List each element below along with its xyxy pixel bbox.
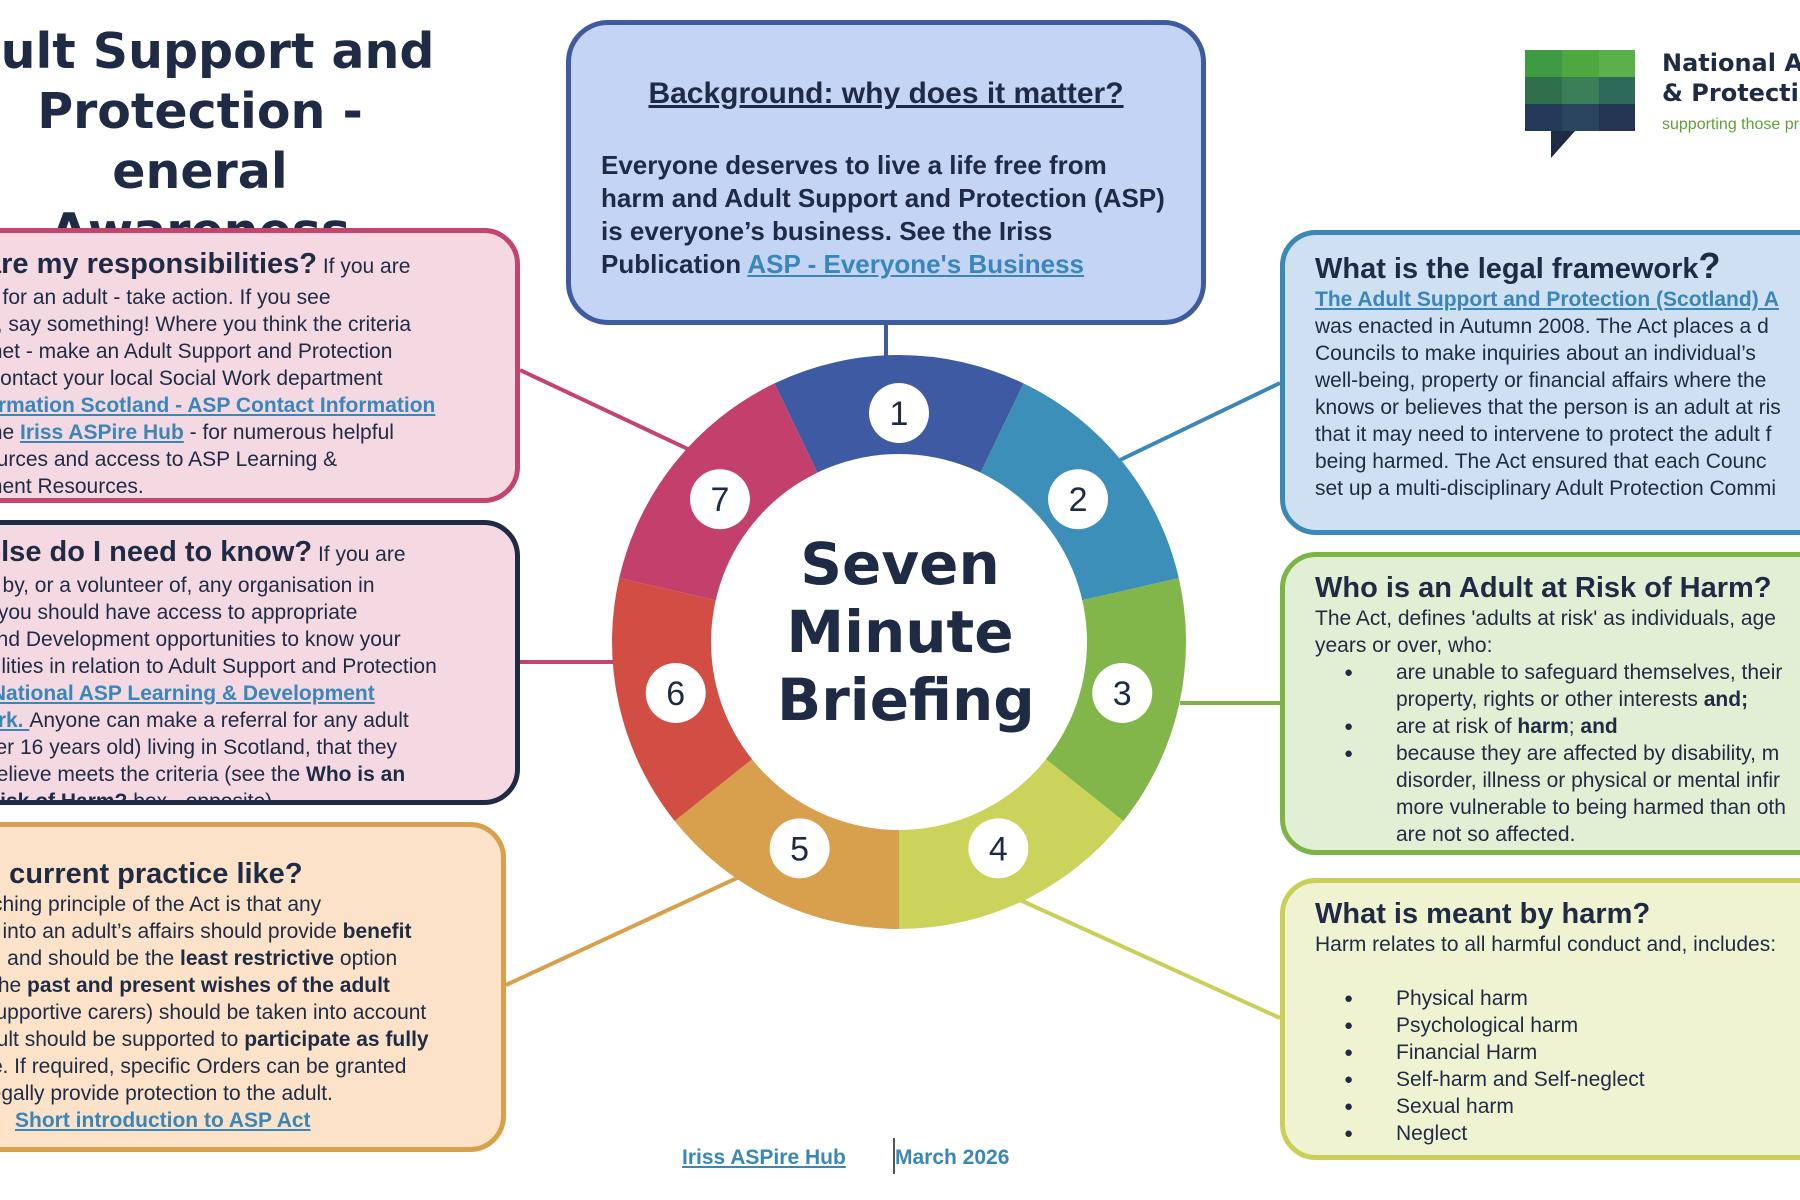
text-line: The Act, defines 'adults at risk' as ind… [1315, 607, 1776, 630]
text-line: ources and access to ASP Learning & [0, 448, 338, 471]
text-line: Risk of Harm? box - opposite). [0, 790, 278, 805]
logo-tagline: supporting those pr [1662, 116, 1799, 133]
wheel-center-title: Seven Minute Briefing [777, 530, 1035, 734]
text-line: years or over, who: [1315, 634, 1493, 657]
text-line: National ASP Learning & Development [0, 680, 485, 707]
wheel-number: 1 [890, 395, 909, 433]
text-line: Short introduction to ASP Act [0, 1107, 471, 1134]
current-practice-heading: s current practice like? [0, 858, 303, 890]
wheel-number-badge: 4 [968, 818, 1029, 879]
meaning-of-harm-box: What is meant by harm? Harm relates to a… [1280, 878, 1800, 1160]
background-heading: Background: why does it matter? [648, 77, 1124, 110]
organisation-logo-icon [1525, 50, 1635, 158]
text-line: the Iriss ASPire Hub - for numerous help… [0, 421, 394, 444]
list-item: Self-harm and Self-neglect [1315, 1066, 1800, 1093]
asp-everyones-business-link[interactable]: ASP - Everyone's Business [747, 249, 1085, 279]
list-item: Psychological harm [1315, 1012, 1800, 1039]
text-line: that it may need to intervene to protect… [1315, 423, 1772, 446]
wheel-number: 3 [1113, 675, 1132, 713]
wheel-number: 5 [790, 830, 809, 868]
asp-contact-information-link[interactable]: ASP Contact Information [187, 394, 436, 417]
text-line: dult should be supported to participate … [0, 1028, 429, 1051]
wheel-number-badge: 1 [869, 383, 929, 443]
text-line: set up a multi-disciplinary Adult Protec… [1315, 477, 1777, 500]
responsibilities-heading: are my responsibilities? If you are [0, 248, 411, 280]
harm-heading: What is meant by harm? [1315, 898, 1651, 930]
wheel-number: 4 [989, 830, 1008, 868]
list-item: Sexual harm [1315, 1093, 1800, 1120]
text-line: supportive carers) should be taken into … [0, 1001, 427, 1024]
need-to-know-box: else do I need to know? If you are d by,… [0, 520, 520, 805]
text-line: n into an adult’s affairs should provide… [0, 920, 412, 943]
text-line: Councils to make inquiries about an indi… [1315, 342, 1756, 365]
text-line: ork. Anyone can make a referral for any … [0, 707, 485, 734]
seven-minute-wheel: 1 2 3 4 5 6 7 [612, 355, 1186, 929]
adult-at-risk-box: Who is an Adult at Risk of Harm? The Act… [1280, 552, 1800, 855]
list-item: Financial Harm [1315, 1039, 1800, 1066]
text-line: lt, and should be the least restrictive … [0, 947, 398, 970]
current-practice-box: s current practice like? rching principl… [0, 822, 506, 1152]
text-line: Contact your local Social Work departmen… [0, 367, 383, 390]
text-line: believe meets the criteria (see the Who … [0, 763, 406, 786]
text-line: Harm relates to all harmful conduct and,… [1315, 933, 1777, 956]
text-line: knows or believes that the person is an … [1315, 396, 1781, 419]
text-line: rching principle of the Act is that any [0, 893, 322, 916]
text-line: The Adult Support and Protection (Scotla… [1315, 286, 1800, 313]
text-line: and Development opportunities to know yo… [0, 628, 401, 651]
iriss-aspire-hub-link[interactable]: Iriss ASPire Hub [20, 421, 184, 444]
text-line: ment Resources. [0, 475, 144, 498]
text-line: met - make an Adult Support and Protecti… [0, 340, 393, 363]
legal-framework-heading: What is the legal framework? [1315, 245, 1721, 286]
text-line: The past and present wishes of the adult [0, 974, 390, 997]
responsibilities-box: are my responsibilities? If you are d fo… [0, 228, 520, 503]
list-item: because they are affected by disability,… [1315, 740, 1800, 848]
wheel-number-badge: 3 [1092, 662, 1153, 723]
text-line: ormation Scotland - ASP Contact Informat… [0, 392, 485, 419]
harm-types-list: Physical harm Psychological harm Financi… [1315, 985, 1800, 1147]
footer-date: March 2026 [895, 1146, 1010, 1169]
text-line: g, say something! Where you think the cr… [0, 313, 412, 336]
text-line: well-being, property or financial affair… [1315, 369, 1767, 392]
list-item: Physical harm [1315, 985, 1800, 1012]
text-line: d for an adult - take action. If you see [0, 286, 331, 309]
text-line: ver 16 years old) living in Scotland, th… [0, 736, 398, 759]
at-risk-criteria-list: are unable to safeguard themselves, thei… [1315, 659, 1800, 848]
wheel-number: 2 [1069, 481, 1088, 519]
national-asp-network-link[interactable]: ork. [0, 709, 24, 732]
text-line: was enacted in Autumn 2008. The Act plac… [1315, 315, 1769, 338]
wheel-number-badge: 2 [1048, 469, 1109, 530]
text-line: bilities in relation to Adult Support an… [0, 655, 437, 678]
adult-at-risk-heading: Who is an Adult at Risk of Harm? [1315, 572, 1772, 604]
wheel-number-badge: 7 [689, 469, 750, 530]
need-to-know-heading: else do I need to know? If you are [0, 536, 406, 568]
text-line: d by, or a volunteer of, any organisatio… [0, 574, 375, 597]
background-text: Everyone deserves to live a life free fr… [601, 150, 1165, 279]
national-asp-learning-link[interactable]: National ASP Learning & Development [0, 682, 375, 705]
asp-act-link[interactable]: The Adult Support and Protection (Scotla… [1315, 288, 1779, 311]
wheel-number: 7 [710, 481, 729, 519]
footer-aspire-hub-link[interactable]: Iriss ASPire Hub [682, 1146, 846, 1169]
information-scotland-link[interactable]: ormation Scotland - [0, 394, 188, 417]
text-line: legally provide protection to the adult. [0, 1082, 333, 1105]
legal-framework-box: What is the legal framework? The Adult S… [1280, 230, 1800, 535]
footer-divider [893, 1138, 895, 1174]
text-line: le. If required, specific Orders can be … [0, 1055, 407, 1078]
background-box: Background: why does it matter? Everyone… [566, 20, 1206, 325]
wheel-number: 6 [666, 675, 685, 713]
wheel-number-badge: 6 [645, 662, 706, 723]
short-introduction-link[interactable]: Short introduction to ASP Act [15, 1109, 311, 1132]
list-item: Neglect [1315, 1120, 1800, 1147]
text-line: - you should have access to appropriate [0, 601, 358, 624]
list-item: are unable to safeguard themselves, thei… [1315, 659, 1800, 713]
logo-name: National Adul & Protection C [1662, 49, 1800, 107]
list-item: are at risk of harm; and [1315, 713, 1800, 740]
text-line: being harmed. The Act ensured that each … [1315, 450, 1767, 473]
wheel-number-badge: 5 [769, 818, 830, 879]
